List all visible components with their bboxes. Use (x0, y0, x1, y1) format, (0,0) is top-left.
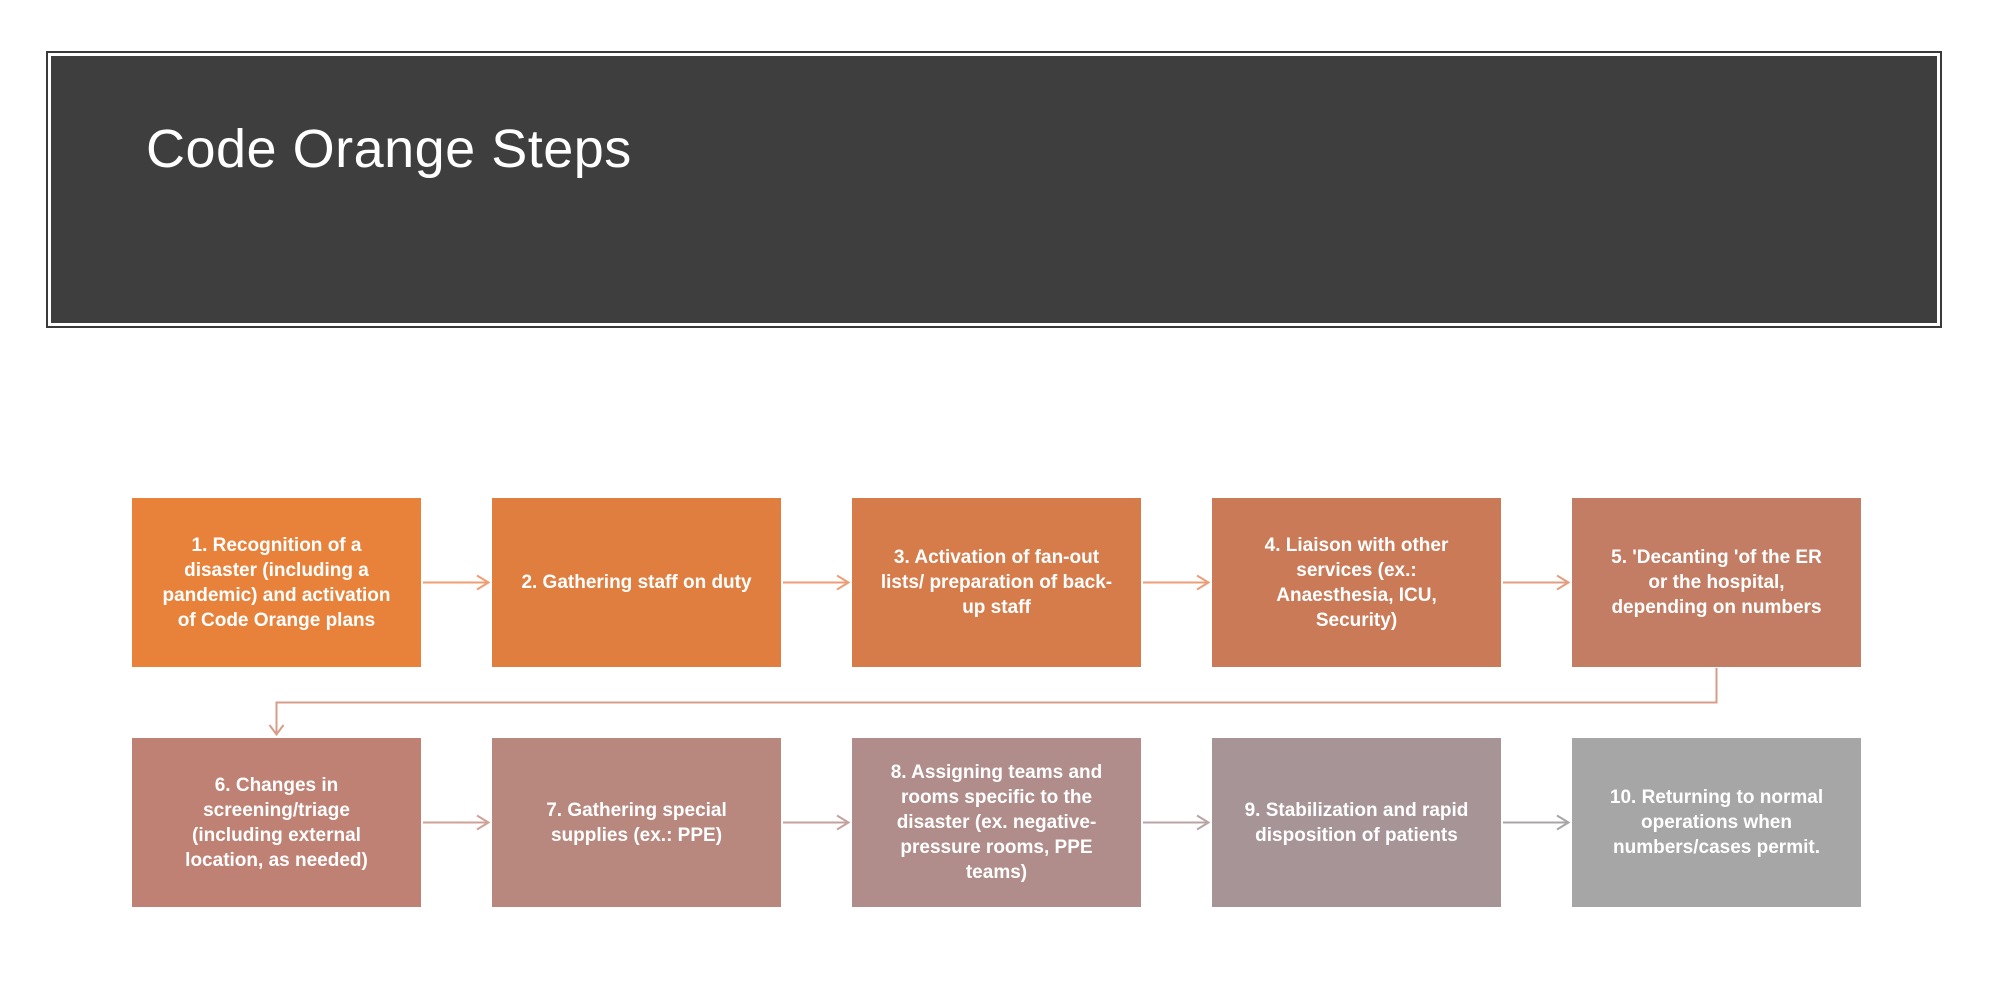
connector-3-4 (1143, 574, 1211, 591)
connector-6-7 (423, 814, 491, 831)
step-box-5: 5. 'Decanting 'of the ER or the hospital… (1572, 498, 1861, 667)
step-label-10: 10. Returning to normal operations when … (1609, 787, 1824, 858)
step-box-4: 4. Liaison with other services (ex.: Ana… (1212, 498, 1501, 667)
connector-9-10 (1503, 814, 1571, 831)
step-label-1: 1. Recognition of a disaster (including … (162, 534, 391, 631)
step-box-3: 3. Activation of fan-out lists/ preparat… (852, 498, 1141, 667)
connector-5-6-elbow (268, 668, 1718, 737)
title-bar: Code Orange Steps (51, 56, 1937, 323)
slide-title: Code Orange Steps (146, 119, 632, 179)
step-label-9: 9. Stabilization and rapid disposition o… (1244, 799, 1469, 846)
step-box-8: 8. Assigning teams and rooms specific to… (852, 738, 1141, 907)
step-label-4: 4. Liaison with other services (ex.: Ana… (1264, 534, 1449, 631)
connector-1-2 (423, 574, 491, 591)
step-box-9: 9. Stabilization and rapid disposition o… (1212, 738, 1501, 907)
connector-8-9 (1143, 814, 1211, 831)
step-label-6: 6. Changes in screening/triage (includin… (185, 774, 368, 871)
connector-2-3 (783, 574, 851, 591)
step-box-10: 10. Returning to normal operations when … (1572, 738, 1861, 907)
step-label-3: 3. Activation of fan-out lists/ preparat… (880, 547, 1113, 618)
step-label-2: 2. Gathering staff on duty (521, 572, 752, 593)
step-label-8: 8. Assigning teams and rooms specific to… (890, 762, 1103, 883)
connector-4-5 (1503, 574, 1571, 591)
step-label-7: 7. Gathering special supplies (ex.: PPE) (546, 799, 727, 846)
title-bar-frame: Code Orange Steps (46, 51, 1942, 328)
step-box-7: 7. Gathering special supplies (ex.: PPE) (492, 738, 781, 907)
step-box-6: 6. Changes in screening/triage (includin… (132, 738, 421, 907)
step-label-5: 5. 'Decanting 'of the ER or the hospital… (1611, 547, 1822, 618)
connector-7-8 (783, 814, 851, 831)
step-box-1: 1. Recognition of a disaster (including … (132, 498, 421, 667)
step-box-2: 2. Gathering staff on duty (492, 498, 781, 667)
